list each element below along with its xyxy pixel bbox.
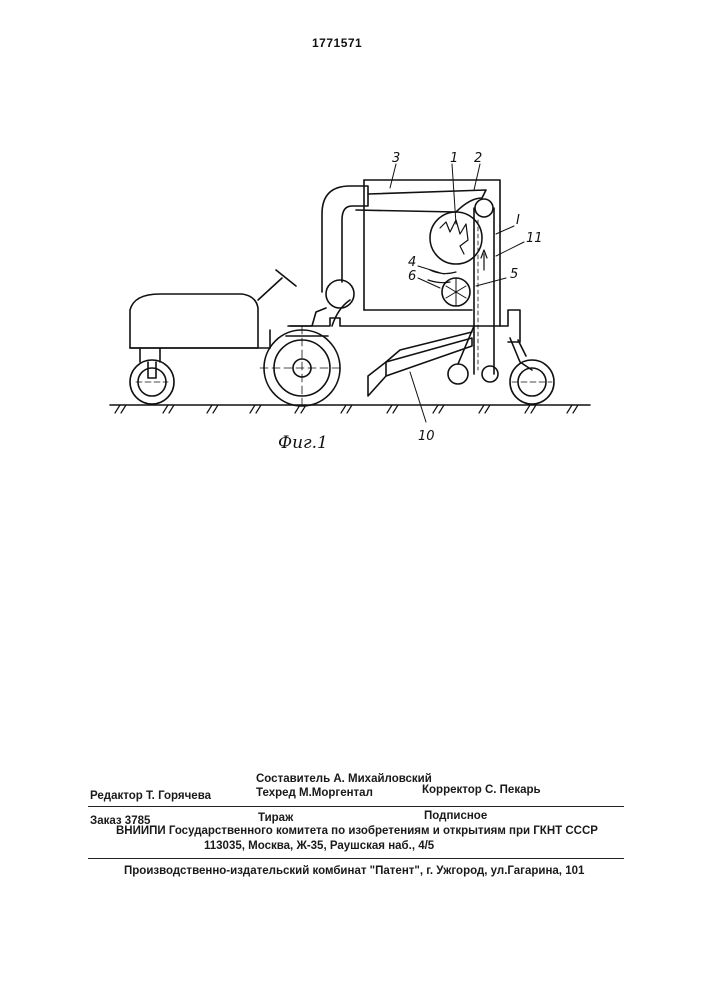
subscription: Подписное (424, 810, 487, 822)
front-wheel (130, 360, 174, 404)
tractor-hood (130, 294, 258, 348)
ref-label-1: 1 (450, 151, 458, 166)
steering-column (258, 278, 282, 300)
figure-caption: Фиг.1 (278, 433, 328, 453)
housing (364, 180, 500, 326)
patent-number: 1771571 (312, 36, 362, 50)
corrector: Корректор С. Пекарь (422, 784, 541, 796)
drive-wheel (260, 326, 344, 410)
divider-bottom (88, 858, 624, 859)
compiler: Составитель А. Михайловский (256, 773, 432, 785)
editor: Редактор Т. Горячева (90, 790, 211, 802)
fan-housing (326, 280, 354, 308)
steering-wheel (276, 270, 296, 286)
address: 113035, Москва, Ж-35, Раушская наб., 4/5 (204, 840, 434, 852)
pickup-header (368, 338, 472, 396)
printer: Производственно-издательский комбинат "П… (124, 865, 584, 877)
air-duct (322, 186, 368, 292)
organization: ВНИИПИ Государственного комитета по изоб… (116, 825, 598, 837)
ref-label-I: I (516, 213, 520, 228)
bottom-sprocket-right (482, 366, 498, 382)
ref-label-4: 4 (408, 255, 416, 270)
top-sprocket (475, 199, 493, 217)
machine-drawing: 3 1 2 I 11 4 6 5 10 Фиг.1 (100, 150, 600, 460)
ref-label-5: 5 (510, 267, 518, 282)
rear-wheel (510, 338, 554, 404)
ground-hatching (115, 405, 578, 413)
ref-label-6: 6 (408, 269, 416, 284)
divider-top (88, 806, 624, 807)
ref-label-3: 3 (392, 151, 400, 166)
ref-label-2: 2 (474, 151, 482, 166)
bottom-sprocket-left (448, 364, 468, 384)
circulation: Тираж (258, 812, 293, 824)
ref-label-11: 11 (526, 231, 543, 246)
ref-label-10: 10 (418, 429, 435, 444)
seat (288, 308, 326, 326)
techred: Техред М.Моргентал (256, 787, 373, 799)
